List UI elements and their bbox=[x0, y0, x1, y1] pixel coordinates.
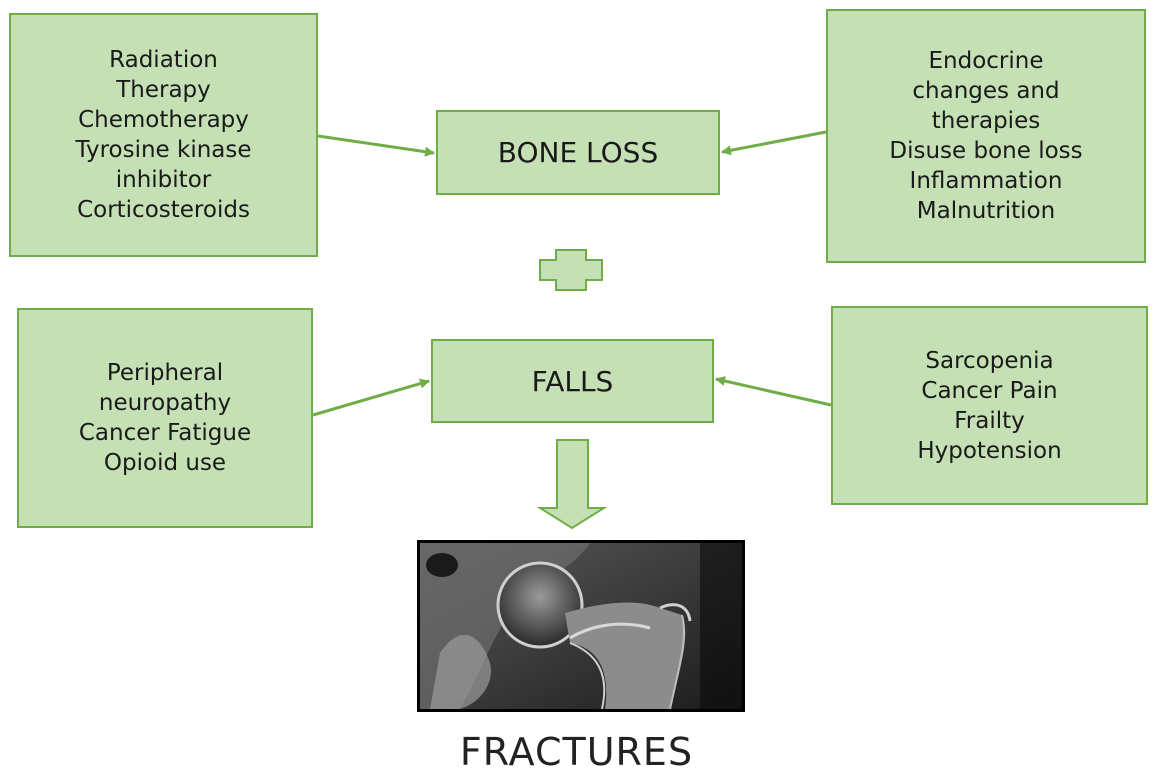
box-line: Inflammation bbox=[889, 166, 1082, 196]
arrow-bottom-right bbox=[716, 379, 831, 405]
box-line: Cancer Fatigue bbox=[79, 418, 251, 448]
box-line: Peripheral bbox=[79, 358, 251, 388]
hip-xray-image bbox=[417, 540, 745, 712]
box-line: Cancer Pain bbox=[917, 376, 1061, 406]
box-line: Radiation bbox=[75, 45, 251, 75]
bone-loss-box: BONE LOSS bbox=[436, 110, 720, 195]
box-line: Tyrosine kinase bbox=[75, 135, 251, 165]
bone-loss-label: BONE LOSS bbox=[498, 136, 658, 169]
box-line: Sarcopenia bbox=[917, 346, 1061, 376]
fractures-label: FRACTURES bbox=[0, 730, 1153, 774]
box-line: inhibitor bbox=[75, 165, 251, 195]
box-line: Opioid use bbox=[79, 448, 251, 478]
falls-label: FALLS bbox=[532, 365, 614, 398]
box-line: Endocrine bbox=[889, 46, 1082, 76]
box-line: Chemotherapy bbox=[75, 105, 251, 135]
box-line: Corticosteroids bbox=[75, 195, 251, 225]
falls-cause-right-box: Sarcopenia Cancer Pain Frailty Hypotensi… bbox=[831, 306, 1148, 505]
box-line: Hypotension bbox=[917, 436, 1061, 466]
bone-loss-cause-treatment-box: Radiation Therapy Chemotherapy Tyrosine … bbox=[9, 13, 318, 257]
box-line: Frailty bbox=[917, 406, 1061, 436]
bone-loss-cause-physiology-box: Endocrine changes and therapies Disuse b… bbox=[826, 9, 1146, 263]
box-line: Disuse bone loss bbox=[889, 136, 1082, 166]
plus-icon bbox=[540, 250, 602, 290]
arrow-bottom-left bbox=[313, 381, 429, 415]
arrow-top-right bbox=[722, 132, 826, 152]
box-line: therapies bbox=[889, 106, 1082, 136]
falls-cause-left-box: Peripheral neuropathy Cancer Fatigue Opi… bbox=[17, 308, 313, 528]
arrow-top-left bbox=[318, 136, 434, 153]
box-line: neuropathy bbox=[79, 388, 251, 418]
box-line: Therapy bbox=[75, 75, 251, 105]
down-arrow-icon bbox=[540, 440, 604, 528]
box-line: changes and bbox=[889, 76, 1082, 106]
falls-box: FALLS bbox=[431, 339, 714, 423]
box-line: Malnutrition bbox=[889, 196, 1082, 226]
